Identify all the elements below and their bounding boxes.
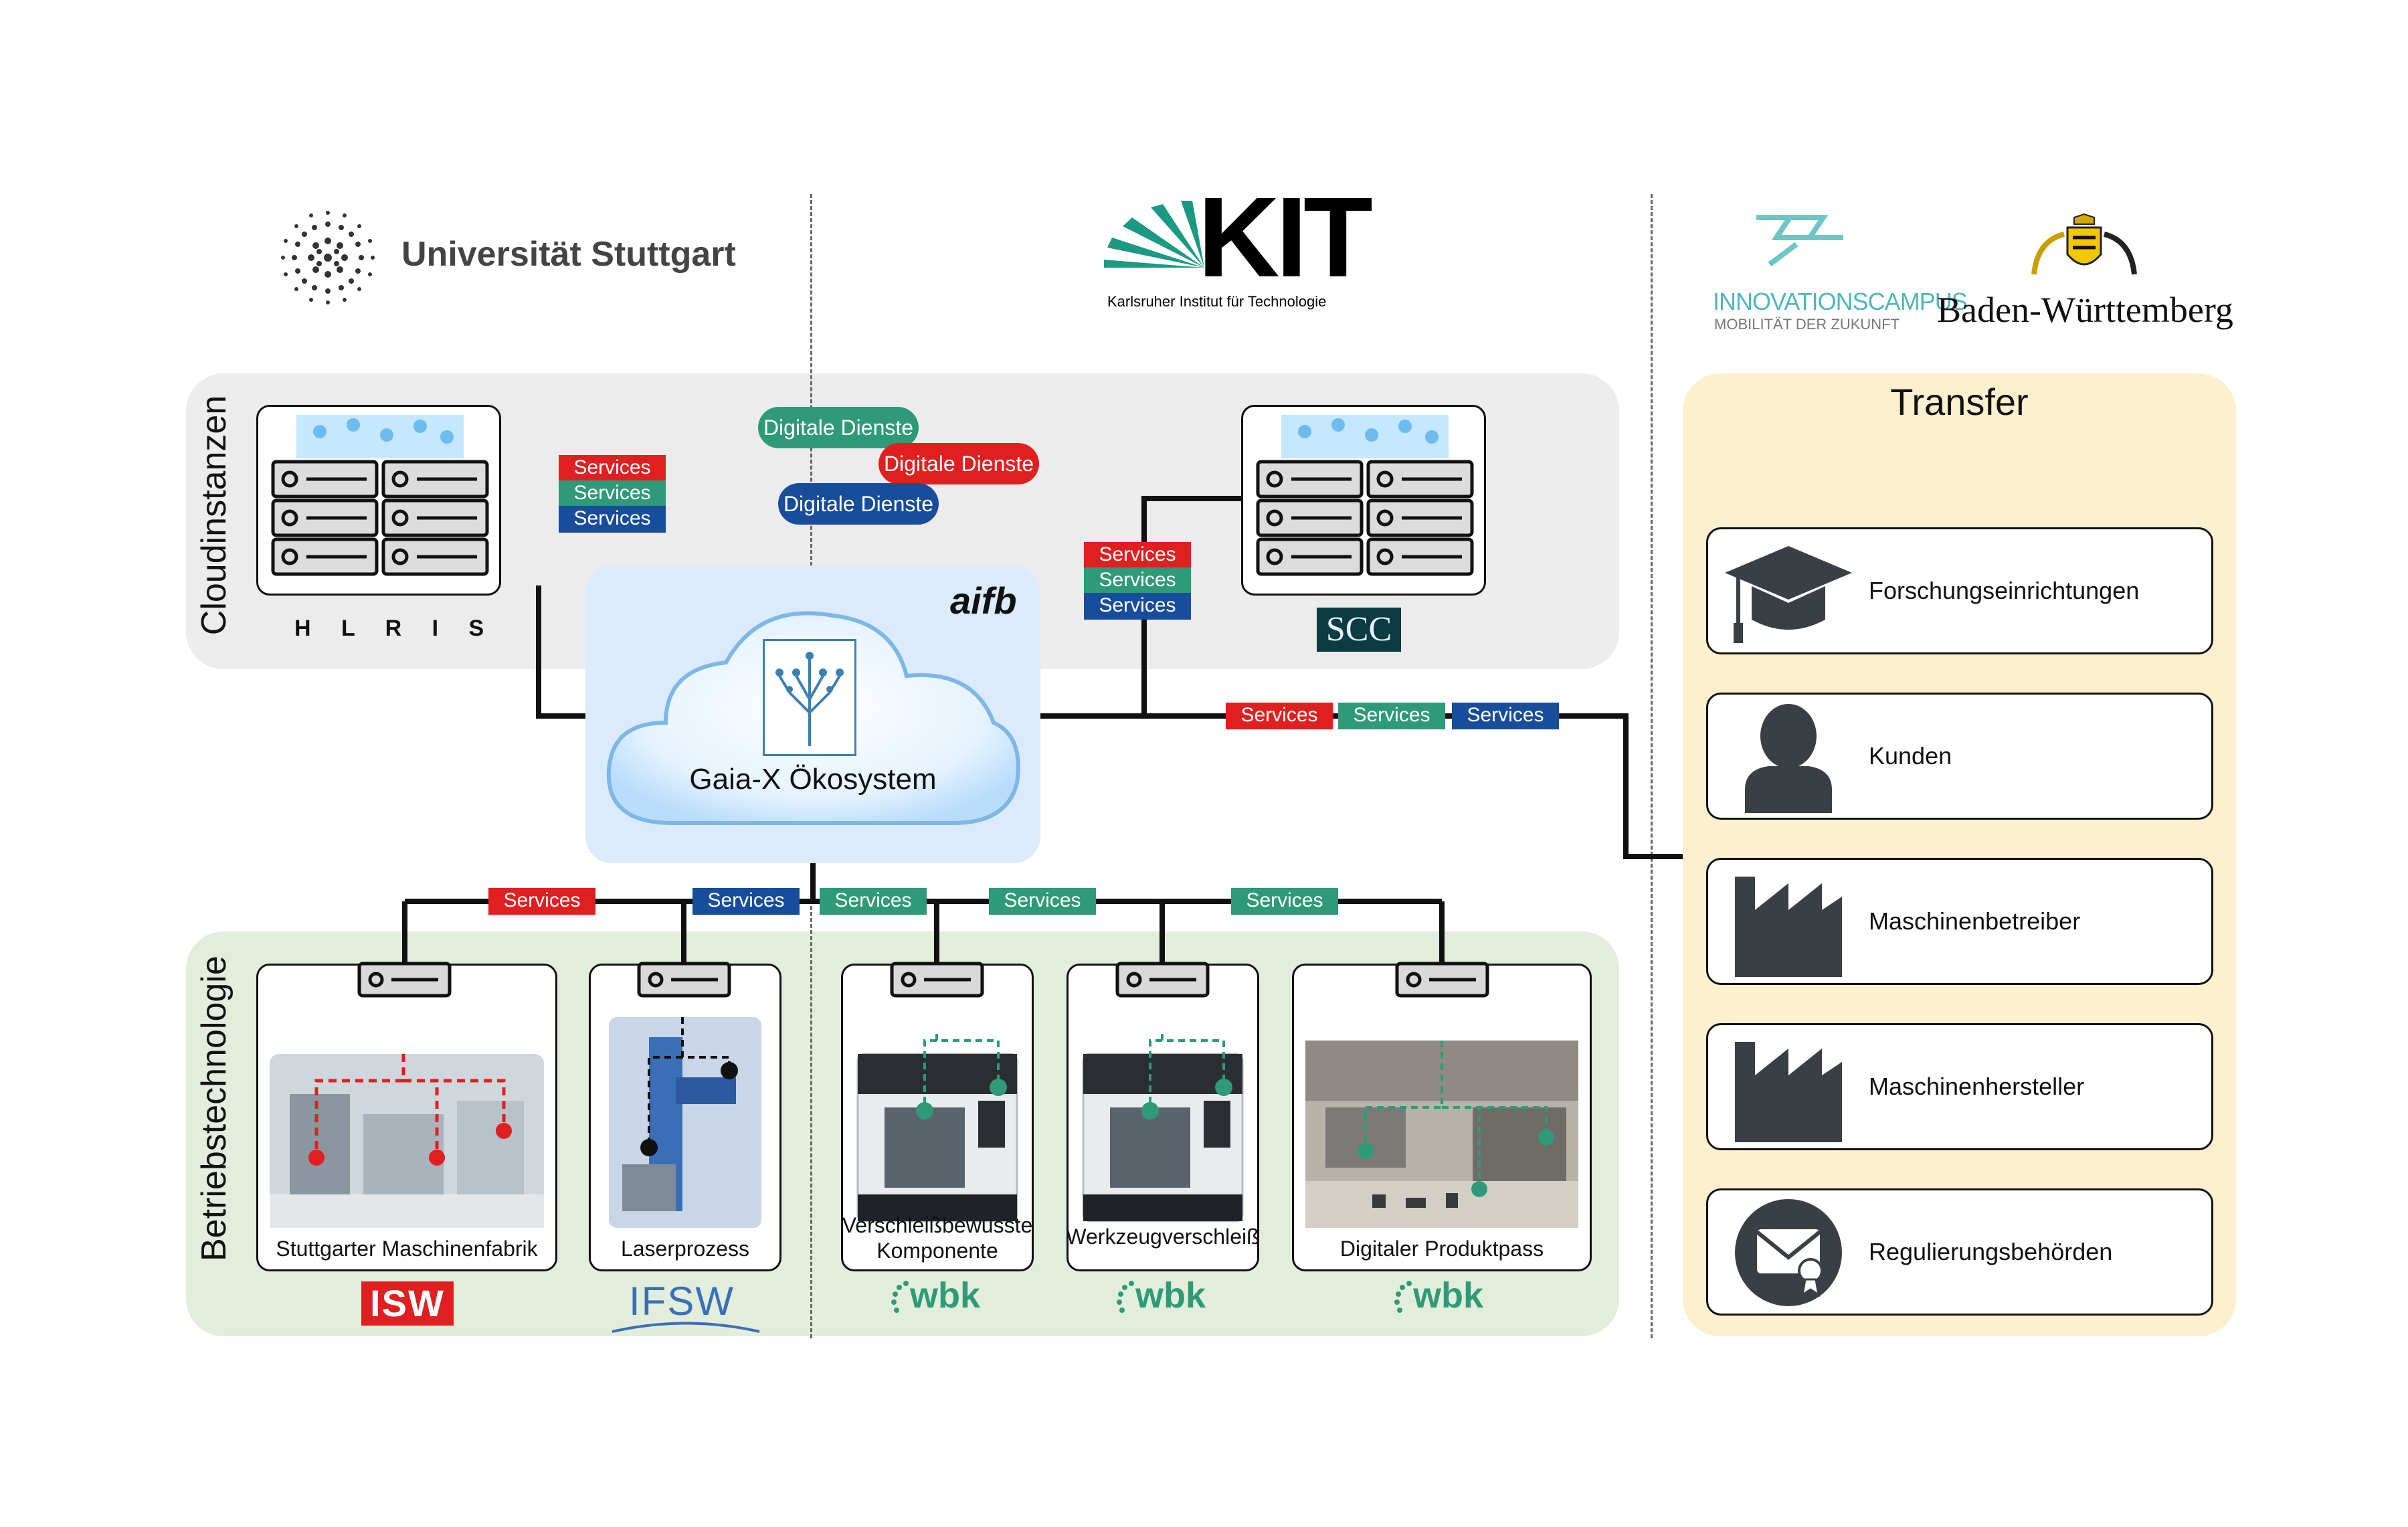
scc-server-icon	[1256, 415, 1474, 576]
innovationscampus-subtitle: MOBILITÄT DER ZUKUNFT	[1714, 316, 1900, 333]
factory-icon	[1735, 1042, 1842, 1142]
services-tag-green: Services	[559, 480, 666, 507]
factory-hall-image	[270, 1054, 544, 1228]
hlrs-logo: H L R I S	[294, 616, 496, 641]
factory-icon	[1735, 877, 1842, 977]
innovationscampus-logo-icon	[1756, 215, 1843, 267]
services-tag-green: Services	[820, 888, 927, 915]
transfer-item-maschinenbetreiber: Maschinenbetreiber	[1706, 858, 2213, 985]
transfer-item-regulierungsbehoerden: Regulierungsbehörden	[1706, 1188, 2213, 1316]
section-label-transfer: Transfer	[1890, 381, 2029, 423]
services-tag-red: Services	[1226, 703, 1333, 729]
services-tag-green: Services	[989, 888, 1096, 915]
services-tag-red: Services	[559, 455, 666, 482]
baden-wuerttemberg-logo: Baden-Württemberg	[1937, 290, 2233, 330]
transfer-item-label: Regulierungsbehörden	[1869, 1238, 2113, 1265]
ifsw-logo-swoosh	[612, 1322, 760, 1333]
separator-right	[1651, 194, 1653, 1338]
kit-logo-subtitle: Karlsruher Institut für Technologie	[1107, 293, 1327, 310]
certificate-mail-icon	[1735, 1199, 1842, 1306]
services-tag-green: Services	[1084, 567, 1191, 594]
transfer-item-label: Kunden	[1869, 742, 1952, 770]
hlrs-server-icon	[271, 415, 489, 576]
baden-wuerttemberg-coat-of-arms-icon	[2031, 213, 2137, 275]
machine-label: Werkzeugverschleiß	[1066, 1225, 1260, 1249]
ifsw-logo: IFSW	[629, 1279, 735, 1324]
services-tag-blue: Services	[1084, 593, 1191, 620]
services-tag-blue: Services	[559, 506, 666, 533]
scc-logo: SCC	[1317, 608, 1401, 652]
person-icon	[1745, 704, 1832, 813]
cnc-machine-image-1	[856, 1034, 1018, 1223]
wbk-logo-icon	[1117, 1281, 1134, 1313]
machine-label: Stuttgarter Maschinenfabrik	[276, 1237, 538, 1261]
digital-services-pill-red: Digitale Dienste	[878, 443, 1039, 484]
transfer-item-forschungseinrichtungen: Forschungseinrichtungen	[1706, 527, 2213, 654]
machine-label: Digitaler Produktpass	[1339, 1237, 1544, 1261]
services-tag-green: Services	[1231, 888, 1338, 915]
tree-icon	[775, 652, 844, 746]
transfer-item-label: Forschungseinrichtungen	[1869, 577, 2140, 604]
graduation-cap-icon	[1725, 546, 1852, 643]
uni-stuttgart-logo-icon	[281, 211, 375, 304]
aifb-logo: aifb	[950, 579, 1017, 622]
wbk-logo-icon	[891, 1281, 909, 1313]
kit-logo-icon	[1104, 201, 1204, 268]
wbk-logo: wbk	[910, 1275, 981, 1316]
isw-logo: ISW	[361, 1281, 454, 1326]
gaia-x-title: Gaia-X Ökosystem	[689, 763, 937, 796]
production-line-image	[1305, 1041, 1578, 1228]
innovationscampus-logo: INNOVATIONSCAMPUS	[1713, 288, 1968, 315]
machine-label: Laserprozess	[620, 1237, 750, 1261]
kit-logo: KIT	[1198, 174, 1373, 301]
services-tag-blue: Services	[692, 888, 800, 915]
transfer-item-label: Maschinenhersteller	[1869, 1073, 2085, 1100]
transfer-item-kunden: Kunden	[1706, 693, 2213, 820]
wbk-logo-icon	[1394, 1281, 1412, 1313]
wbk-logo: wbk	[1413, 1275, 1484, 1316]
transfer-item-label: Maschinenbetreiber	[1869, 907, 2081, 935]
services-tag-blue: Services	[1452, 703, 1559, 729]
cnc-machine-image-2	[1082, 1034, 1244, 1223]
uni-stuttgart-logo: Universität Stuttgart	[401, 235, 736, 274]
machine-label: Verschleißbewusste Komponente	[842, 1213, 1033, 1263]
services-tag-green: Services	[1338, 703, 1445, 729]
services-tag-red: Services	[1084, 542, 1191, 569]
laser-robot-image	[609, 1017, 761, 1228]
services-tag-red: Services	[488, 888, 595, 915]
transfer-item-maschinenhersteller: Maschinenhersteller	[1706, 1023, 2213, 1150]
wbk-logo: wbk	[1135, 1275, 1206, 1316]
digital-services-pill-green: Digitale Dienste	[758, 407, 919, 448]
digital-services-pill-blue: Digitale Dienste	[778, 483, 939, 525]
